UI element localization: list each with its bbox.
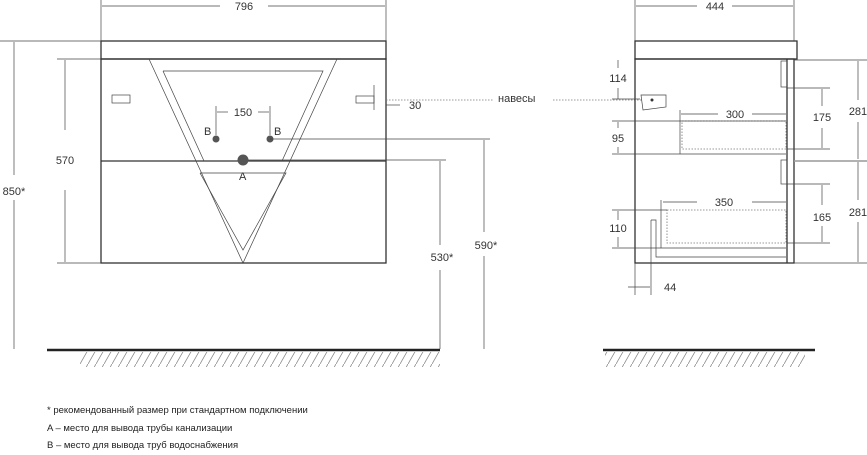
dim-width: 796 [235, 1, 253, 13]
dim-drain-height: 530* [431, 252, 454, 264]
note-b: B – место для вывода труб водоснабжения [47, 440, 238, 451]
label-b-left: B [204, 126, 211, 138]
drawer-bottom-outline [666, 209, 787, 244]
dim-300: 300 [726, 109, 744, 121]
front-view: B B A 796 850* 570 150 30 530* 590* [0, 0, 498, 367]
label-a: A [239, 171, 247, 183]
dim-95: 95 [612, 133, 624, 145]
drawer-top-outline [681, 120, 787, 150]
dim-114: 114 [609, 73, 627, 85]
dim-height-total: 850* [3, 186, 26, 198]
floor-hatch-front [80, 352, 440, 367]
dim-175: 175 [813, 112, 831, 124]
hinge-right [355, 95, 375, 104]
dim-350: 350 [715, 197, 733, 209]
label-b-right: B [274, 126, 281, 138]
dim-depth: 444 [706, 1, 724, 13]
cabinet-side [634, 58, 795, 264]
supply-hole-left [212, 135, 220, 143]
drain-hole [237, 154, 249, 166]
side-view: 444 114 95 300 350 110 44 175 165 281 28… [603, 0, 867, 367]
dim-drawer-bottom: 281 [849, 207, 867, 219]
dim-110: 110 [609, 223, 627, 235]
countertop [100, 40, 387, 60]
dim-hinge-offset: 30 [409, 100, 421, 112]
dim-supply-height: 590* [475, 240, 498, 252]
v-groove-inner-bottom [199, 172, 287, 251]
v-groove-inner-top [163, 70, 324, 162]
floor-hatch-side [605, 352, 805, 367]
hinge-bracket [640, 94, 667, 111]
hinges-label: навесы [498, 93, 536, 105]
hinge-left [111, 94, 131, 104]
dim-body-height: 570 [56, 155, 74, 167]
v-groove-outer [148, 58, 338, 264]
dim-hole-spacing: 150 [234, 107, 252, 119]
countertop-side [634, 40, 798, 60]
dim-drawer-top: 281 [849, 106, 867, 118]
dim-165: 165 [813, 212, 831, 224]
dim-44: 44 [664, 282, 676, 294]
note-a: A – место для вывода трубы канализации [47, 423, 232, 434]
note-recommended: * рекомендованный размер при стандартном… [47, 405, 308, 416]
